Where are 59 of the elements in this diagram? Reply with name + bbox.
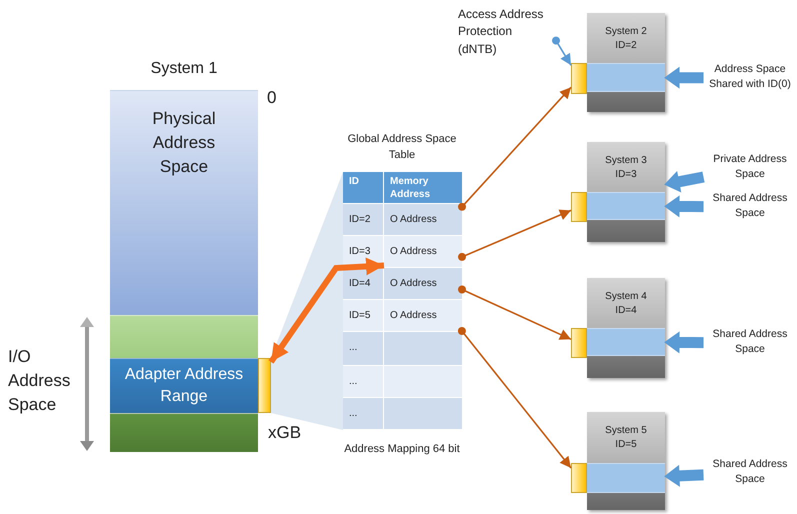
table-cell: ID=2 [343, 204, 383, 235]
block-arrow [664, 195, 704, 218]
block-arrow [664, 464, 704, 487]
system-block [587, 142, 665, 242]
block-arrow [664, 331, 704, 354]
table-cell [384, 366, 462, 397]
annotation-text: Shared Address Space [703, 457, 797, 489]
system-label: System 4 ID=4 [604, 290, 648, 317]
arrow [458, 327, 572, 468]
protection-block [258, 358, 271, 413]
column-heading: System 1 [150, 60, 218, 78]
address-band: Physical Address Space [110, 90, 258, 315]
annotation-text: Private Address Space [703, 152, 797, 184]
axis-label: 0 [267, 87, 278, 109]
annotation-text: Shared Address Space [703, 191, 797, 223]
table-cell: ID=5 [343, 300, 383, 331]
table-title: Global Address Space Table [346, 132, 458, 163]
system-label: System 2 ID=2 [604, 25, 648, 52]
protection-block [571, 192, 587, 222]
annotation-text: Address Space Shared with ID(0) [703, 62, 797, 94]
table-header-cell: ID [343, 172, 383, 203]
table-cell: O Address [384, 268, 462, 299]
system-block [587, 412, 665, 510]
system-block [587, 13, 665, 112]
axis-label: xGB [268, 422, 302, 444]
arrow [458, 86, 572, 211]
table-cell: ... [343, 398, 383, 429]
shared-address-band [587, 463, 665, 493]
system-block [587, 278, 665, 378]
table-cell: O Address [384, 236, 462, 267]
system-label: System 3 ID=3 [604, 154, 648, 181]
shared-address-band [587, 192, 665, 220]
table-cell: ID=4 [343, 268, 383, 299]
table-cell: O Address [384, 300, 462, 331]
table-cell: O Address [384, 204, 462, 235]
shared-address-band [587, 63, 665, 92]
shared-address-band [587, 328, 665, 356]
table-cell [384, 398, 462, 429]
arrow [458, 210, 572, 261]
table-cell: ... [343, 366, 383, 397]
annotation-text: Shared Address Space [703, 327, 797, 359]
system-label: System 5 ID=5 [604, 424, 648, 451]
protection-block [571, 328, 587, 358]
block-arrow [664, 170, 705, 192]
table-header-cell: Memory Address [384, 172, 462, 203]
table-caption: Address Mapping 64 bit [343, 443, 461, 455]
block-arrow [664, 66, 704, 89]
arrow [552, 36, 572, 66]
address-band [110, 413, 258, 452]
table-cell: ... [343, 332, 383, 365]
protection-block [571, 463, 587, 493]
arrow [458, 286, 572, 340]
protection-block [571, 63, 587, 94]
address-band: Adapter Address Range [110, 358, 258, 413]
arrow [268, 257, 384, 364]
callout-text: Access Address Protection (dNTB) [458, 6, 556, 60]
address-band [110, 315, 258, 358]
axis-label: I/O Address Space [8, 346, 72, 416]
table-cell [384, 332, 462, 365]
